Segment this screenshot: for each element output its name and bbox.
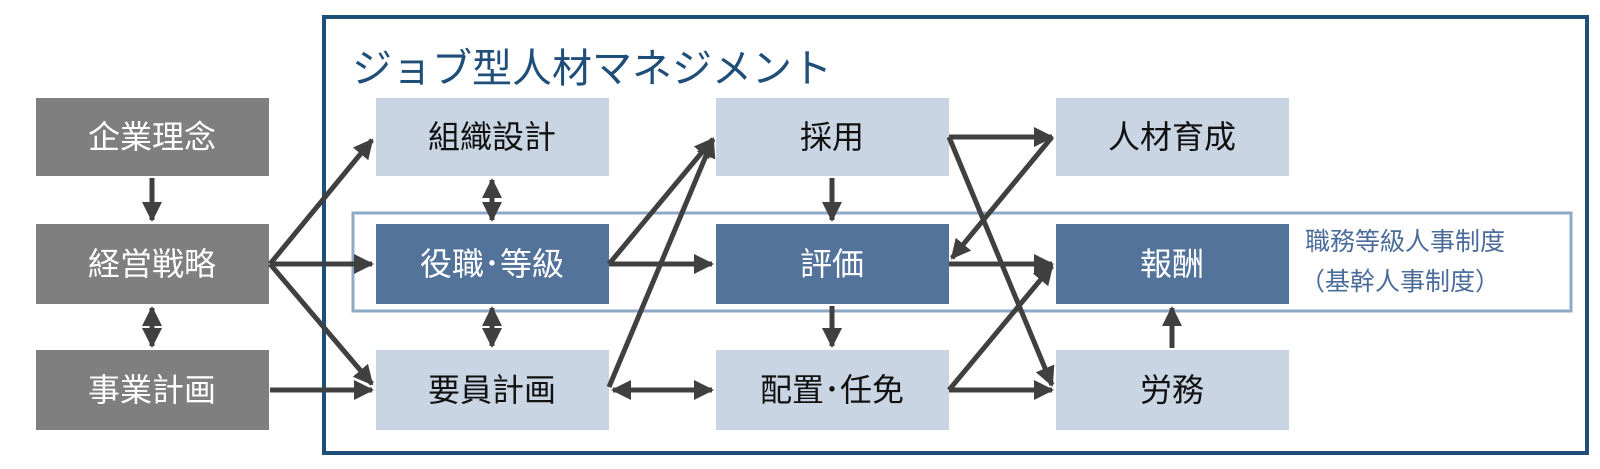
arrow-job-grade-recruitment [607,137,715,266]
corporate-philosophy-box [36,98,269,176]
labor-box [1056,350,1289,430]
staffing-plan-box [376,350,609,430]
diagram-title: ジョブ型人材マネジメント [352,46,832,92]
labor-label: 労務 [1140,371,1204,409]
org-design-box [376,98,609,176]
recruitment-box [716,98,949,176]
arrow-strategy-staffing [268,262,374,386]
org-design-label: 組織設計 [428,118,556,156]
evaluation-box [716,224,949,304]
business-plan-label: 事業計画 [88,371,216,409]
business-strategy-label: 経営戦略 [88,245,216,283]
job-grade-label: 役職･等級 [420,245,564,283]
band-label-line1: 職務等級人事制度 [1305,227,1505,256]
recruitment-label: 採用 [800,118,864,156]
business-strategy-box [36,224,269,304]
corporate-philosophy-label: 企業理念 [88,118,216,156]
arrow-staffing-recruitment [606,137,716,388]
talent-development-label: 人材育成 [1108,118,1236,156]
arrows [142,127,1182,400]
business-plan-box [36,350,269,430]
compensation-box [1056,224,1289,304]
arrow-strategy-org-design [268,138,374,266]
arrow-placement-compensation [947,264,1054,392]
hr-management-frame [322,15,1589,455]
staffing-plan-label: 要員計画 [428,371,556,409]
evaluation-label: 評価 [800,245,864,283]
band-label-line2: （基幹人事制度） [1300,267,1500,296]
compensation-label: 報酬 [1140,245,1204,283]
placement-box [716,350,949,430]
arrow-talent-dev-evaluation [950,135,1054,260]
arrow-recruitment-labor [946,136,1055,387]
placement-label: 配置･任免 [760,371,904,409]
job-grade-box [376,224,609,304]
talent-development-box [1056,98,1289,176]
